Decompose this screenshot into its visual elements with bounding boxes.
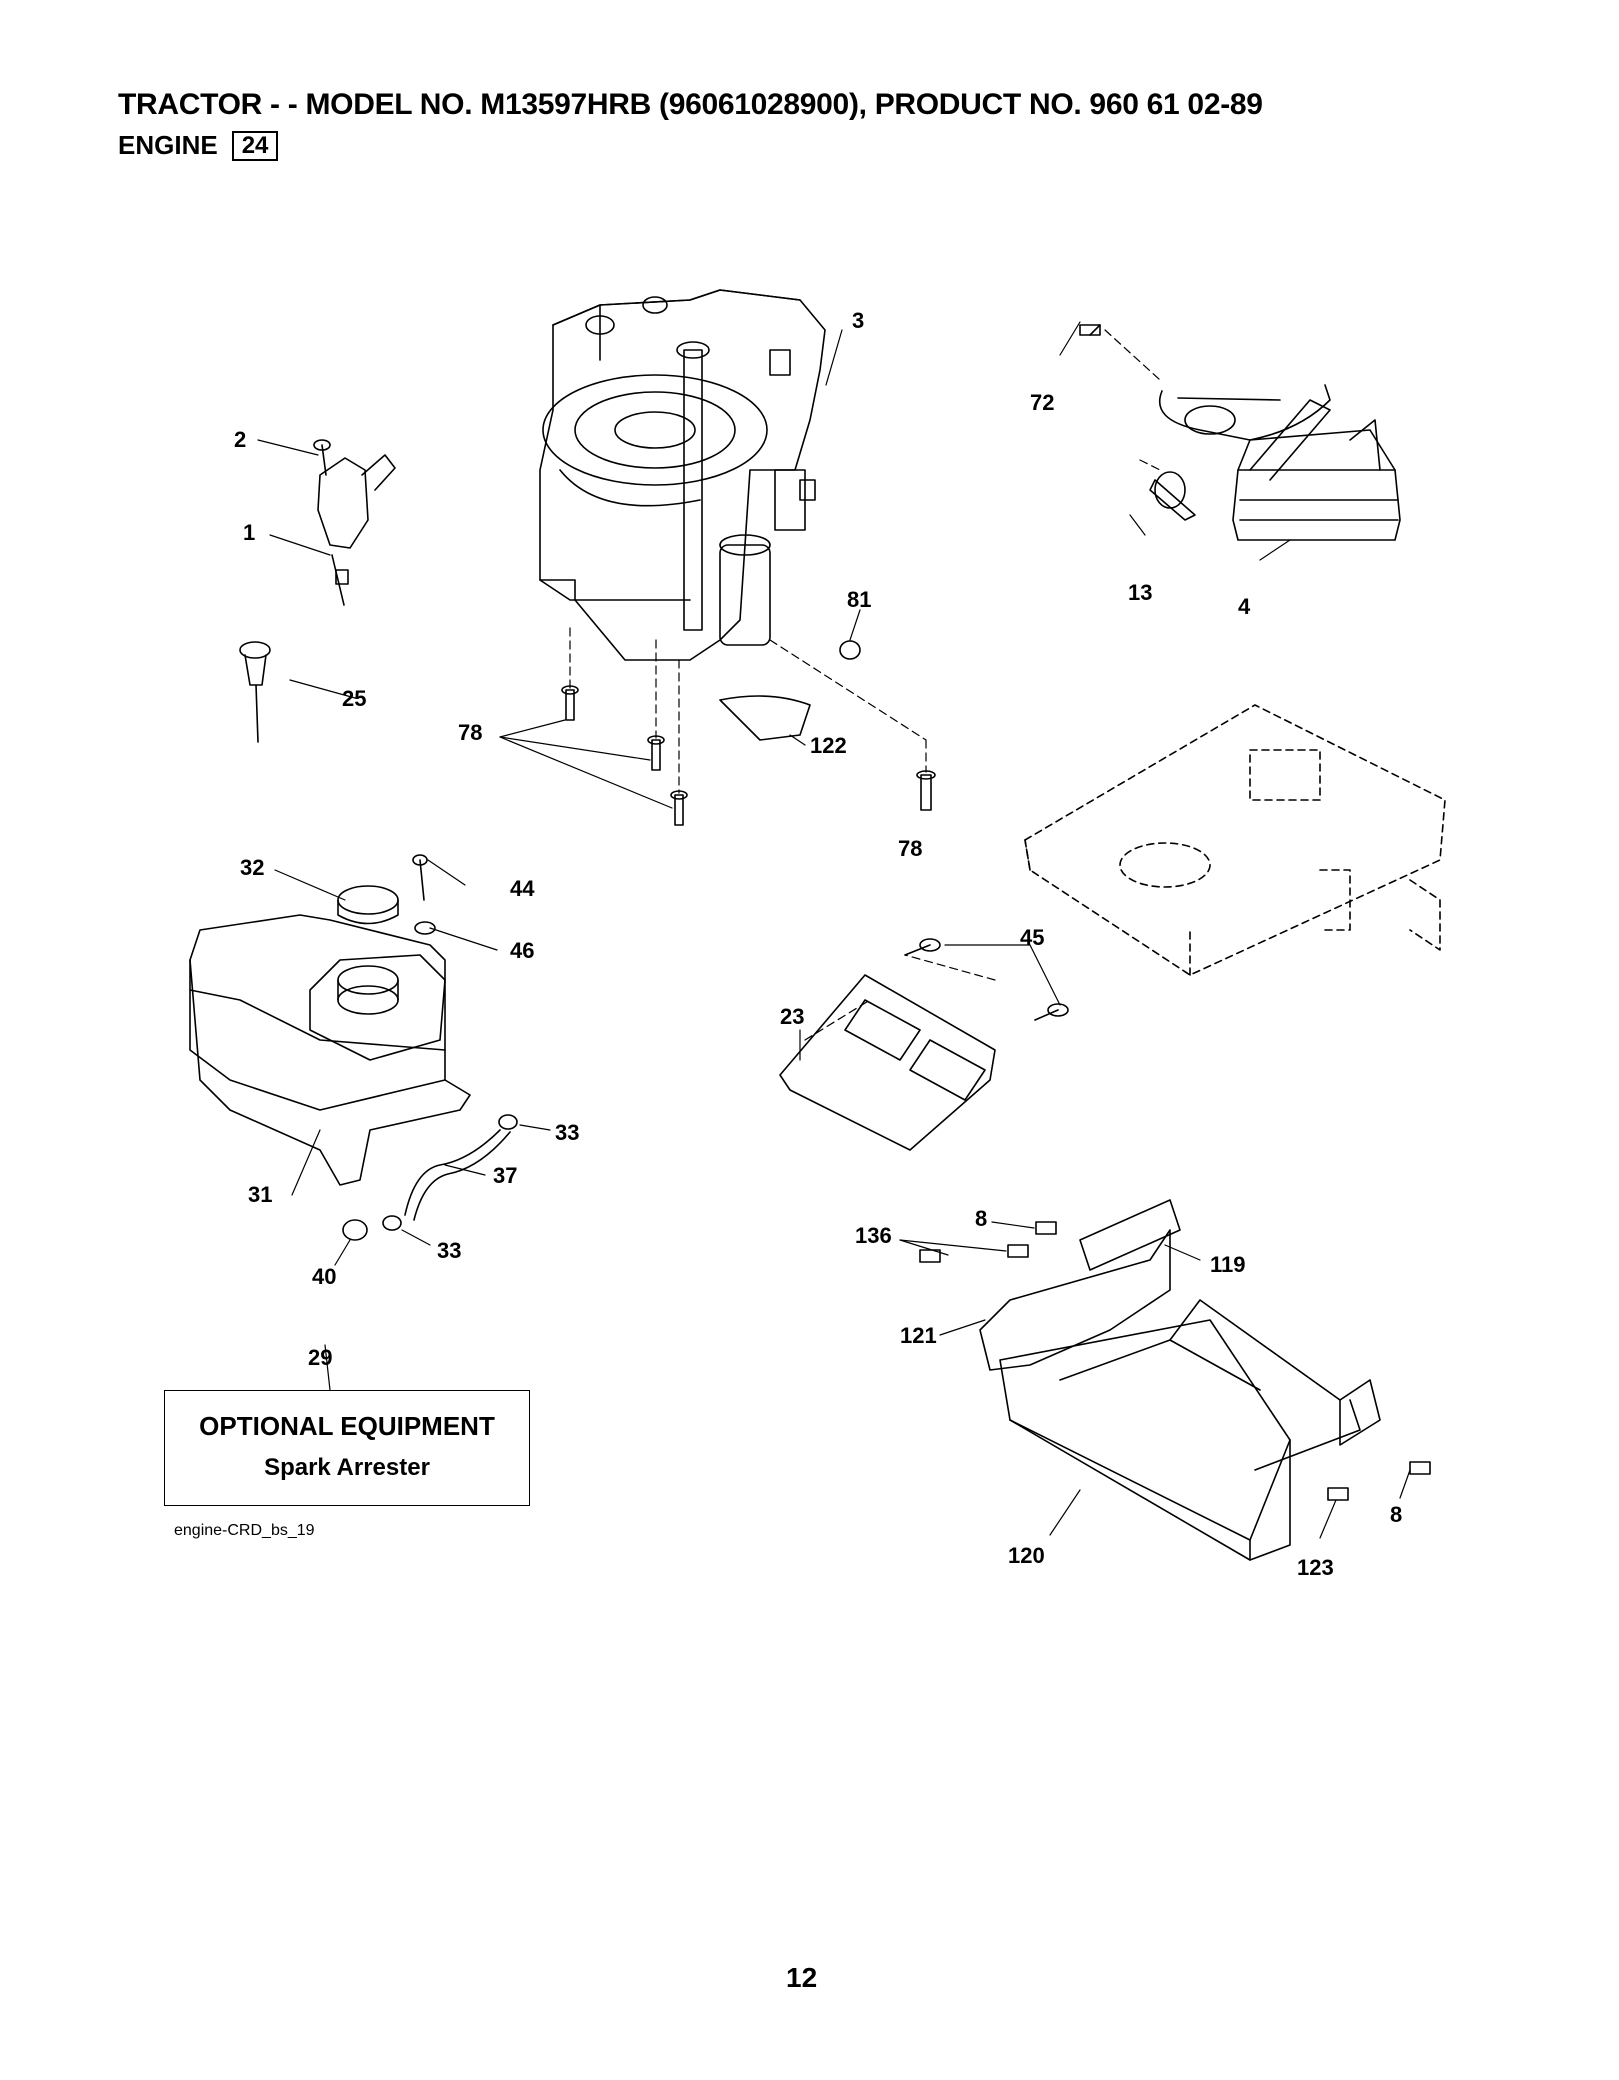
callout-31: 31 bbox=[248, 1182, 272, 1207]
callout-78: 78 bbox=[898, 836, 922, 861]
bolts-illustration bbox=[561, 640, 936, 826]
callout-labels: 3 72 2 1 13 4 81 25 78 122 78 32 44 45 4… bbox=[234, 308, 1402, 1580]
page-number: 12 bbox=[786, 1962, 818, 1993]
callout-13: 13 bbox=[1128, 580, 1152, 605]
callout-25: 25 bbox=[342, 686, 366, 711]
battery-plate-illustration bbox=[779, 938, 1069, 1151]
battery-tray-illustration bbox=[919, 1199, 1431, 1561]
callout-136: 136 bbox=[855, 1223, 892, 1248]
callout-44: 44 bbox=[510, 876, 535, 901]
callout-1: 1 bbox=[243, 520, 255, 545]
callout-3: 3 bbox=[852, 308, 864, 333]
fuel-tank-illustration bbox=[189, 854, 518, 1241]
optional-equipment-item: Spark Arrester bbox=[264, 1454, 430, 1481]
callout-23: 23 bbox=[780, 1004, 804, 1029]
section-label: ENGINE bbox=[118, 130, 218, 160]
callout-72: 72 bbox=[1030, 390, 1054, 415]
callout-33-top: 33 bbox=[555, 1120, 579, 1145]
callout-46: 46 bbox=[510, 938, 534, 963]
section-number-badge: 24 bbox=[231, 130, 279, 161]
callout-40: 40 bbox=[312, 1264, 336, 1289]
callout-32: 32 bbox=[240, 855, 264, 880]
page-title: TRACTOR - - MODEL NO. M13597HRB (9606102… bbox=[118, 88, 1263, 121]
section-heading: ENGINE 24 bbox=[118, 130, 279, 161]
callout-2: 2 bbox=[234, 427, 246, 452]
callout-33-bottom: 33 bbox=[437, 1238, 461, 1263]
callout-120: 120 bbox=[1008, 1543, 1045, 1568]
callout-121: 121 bbox=[900, 1323, 937, 1348]
callout-81: 81 bbox=[847, 587, 871, 612]
optional-equipment-title: OPTIONAL EQUIPMENT bbox=[199, 1411, 495, 1441]
callout-8-bottom: 8 bbox=[1390, 1502, 1402, 1527]
engine-illustration bbox=[539, 289, 826, 661]
chassis-plate-illustration bbox=[1024, 704, 1446, 976]
figure-id: engine-CRD_bs_19 bbox=[174, 1522, 315, 1539]
callout-123: 123 bbox=[1297, 1555, 1334, 1580]
callout-8-top: 8 bbox=[975, 1206, 987, 1231]
choke-control-illustration bbox=[239, 641, 271, 743]
muffler-illustration bbox=[1079, 324, 1401, 541]
optional-equipment-box: OPTIONAL EQUIPMENT Spark Arrester bbox=[164, 1390, 530, 1506]
callout-78-group: 78 bbox=[458, 720, 482, 745]
callout-29: 29 bbox=[308, 1345, 332, 1370]
callout-45: 45 bbox=[1020, 925, 1044, 950]
callout-122: 122 bbox=[810, 733, 847, 758]
leader-lines bbox=[257, 321, 1411, 1539]
callout-37: 37 bbox=[493, 1163, 517, 1188]
callout-119: 119 bbox=[1210, 1252, 1246, 1277]
throttle-control-illustration bbox=[313, 439, 396, 606]
callout-4: 4 bbox=[1238, 594, 1251, 619]
